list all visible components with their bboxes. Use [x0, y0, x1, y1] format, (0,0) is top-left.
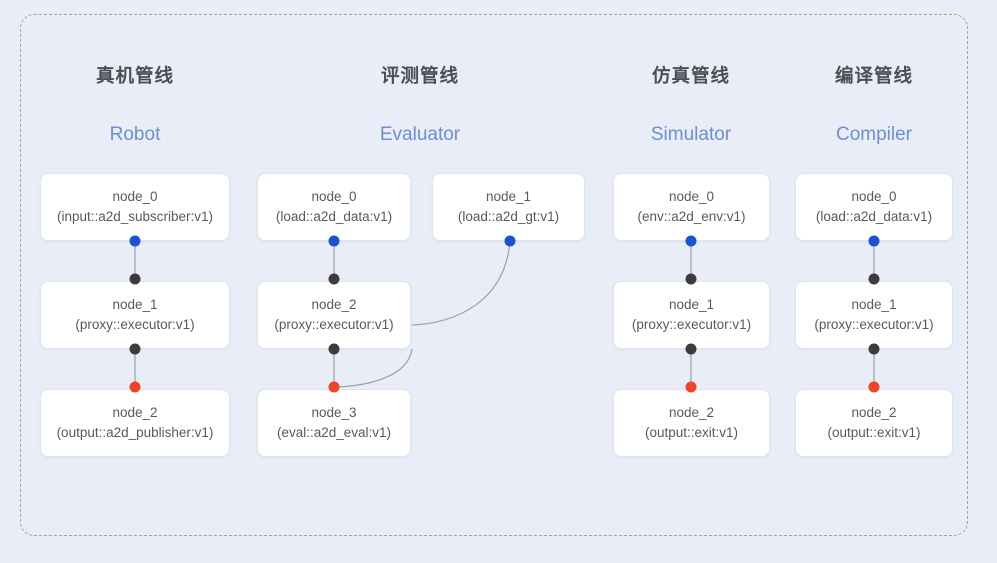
node-spec-label: (output::exit:v1)	[644, 425, 739, 440]
node-spec-label: (proxy::executor:v1)	[814, 317, 934, 332]
node-box-sim-node-1[interactable]: node_1(proxy::executor:v1)	[613, 281, 770, 349]
port-out-robot-node-0[interactable]	[129, 235, 141, 247]
node-box-comp-node-2[interactable]: node_2(output::exit:v1)	[795, 389, 953, 457]
node-spec-label: (env::a2d_env:v1)	[637, 209, 746, 224]
node-box-comp-node-1[interactable]: node_1(proxy::executor:v1)	[795, 281, 953, 349]
port-in-robot-node-1[interactable]	[129, 273, 141, 285]
port-end-robot-node-2[interactable]	[129, 381, 141, 393]
node-name-label: node_0	[311, 189, 357, 205]
node-name-label: node_1	[668, 297, 715, 313]
node-spec-label: (proxy::executor:v1)	[274, 317, 394, 332]
pipeline-group-frame	[20, 14, 968, 536]
node-box-robot-node-1[interactable]: node_1(proxy::executor:v1)	[40, 281, 230, 349]
node-box-eval-node-0[interactable]: node_0(load::a2d_data:v1)	[257, 173, 411, 241]
node-name-label: node_0	[851, 189, 897, 205]
node-spec-label: (eval::a2d_eval:v1)	[276, 425, 392, 440]
node-name-label: node_1	[851, 297, 897, 313]
port-in-comp-node-1[interactable]	[868, 273, 880, 285]
node-box-sim-node-0[interactable]: node_0(env::a2d_env:v1)	[613, 173, 770, 241]
port-in-robot-node-1[interactable]	[129, 343, 141, 355]
port-out-comp-node-0[interactable]	[868, 235, 880, 247]
column-title-simulator: 仿真管线	[651, 65, 730, 86]
column-title-evaluator: 评测管线	[380, 65, 459, 86]
node-box-comp-node-0[interactable]: node_0(load::a2d_data:v1)	[795, 173, 953, 241]
node-spec-label: (output::a2d_publisher:v1)	[56, 425, 214, 440]
node-spec-label: (proxy::executor:v1)	[631, 317, 752, 332]
column-title-compiler: 编译管线	[834, 65, 913, 86]
node-spec-label: (proxy::executor:v1)	[75, 317, 195, 332]
column-subtitle-compiler: Compiler	[835, 124, 913, 145]
node-box-eval-node-3[interactable]: node_3(eval::a2d_eval:v1)	[257, 389, 411, 457]
node-name-label: node_1	[112, 297, 158, 313]
column-subtitle-evaluator: Evaluator	[379, 124, 461, 145]
port-end-eval-node-3[interactable]	[328, 381, 340, 393]
node-spec-label: (output::exit:v1)	[827, 425, 921, 440]
port-out-sim-node-0[interactable]	[685, 235, 697, 247]
port-end-sim-node-2[interactable]	[685, 381, 697, 393]
port-in-sim-node-1[interactable]	[685, 273, 697, 285]
port-in-sim-node-1[interactable]	[685, 343, 697, 355]
port-out-eval-node-1[interactable]	[504, 235, 516, 247]
port-end-comp-node-2[interactable]	[868, 381, 880, 393]
node-name-label: node_2	[112, 405, 158, 421]
port-in-eval-node-2[interactable]	[328, 273, 340, 285]
port-out-eval-node-0[interactable]	[328, 235, 340, 247]
node-box-robot-node-0[interactable]: node_0(input::a2d_subscriber:v1)	[40, 173, 230, 241]
column-subtitle-simulator: Simulator	[650, 124, 732, 145]
node-name-label: node_2	[668, 405, 715, 421]
node-name-label: node_2	[851, 405, 897, 421]
port-in-comp-node-1[interactable]	[868, 343, 880, 355]
column-subtitle-robot: Robot	[109, 124, 161, 145]
node-box-eval-node-2[interactable]: node_2(proxy::executor:v1)	[257, 281, 411, 349]
node-box-robot-node-2[interactable]: node_2(output::a2d_publisher:v1)	[40, 389, 230, 457]
node-name-label: node_3	[311, 405, 357, 421]
port-in-eval-node-2[interactable]	[328, 343, 340, 355]
node-name-label: node_2	[311, 297, 357, 313]
node-spec-label: (input::a2d_subscriber:v1)	[56, 209, 214, 224]
node-spec-label: (load::a2d_gt:v1)	[457, 209, 560, 224]
node-name-label: node_0	[668, 189, 715, 205]
node-spec-label: (load::a2d_data:v1)	[275, 209, 393, 224]
node-spec-label: (load::a2d_data:v1)	[815, 209, 933, 224]
node-name-label: node_0	[112, 189, 158, 205]
node-box-eval-node-1[interactable]: node_1(load::a2d_gt:v1)	[432, 173, 585, 241]
node-box-sim-node-2[interactable]: node_2(output::exit:v1)	[613, 389, 770, 457]
node-name-label: node_1	[485, 189, 532, 205]
column-title-robot: 真机管线	[95, 65, 174, 86]
